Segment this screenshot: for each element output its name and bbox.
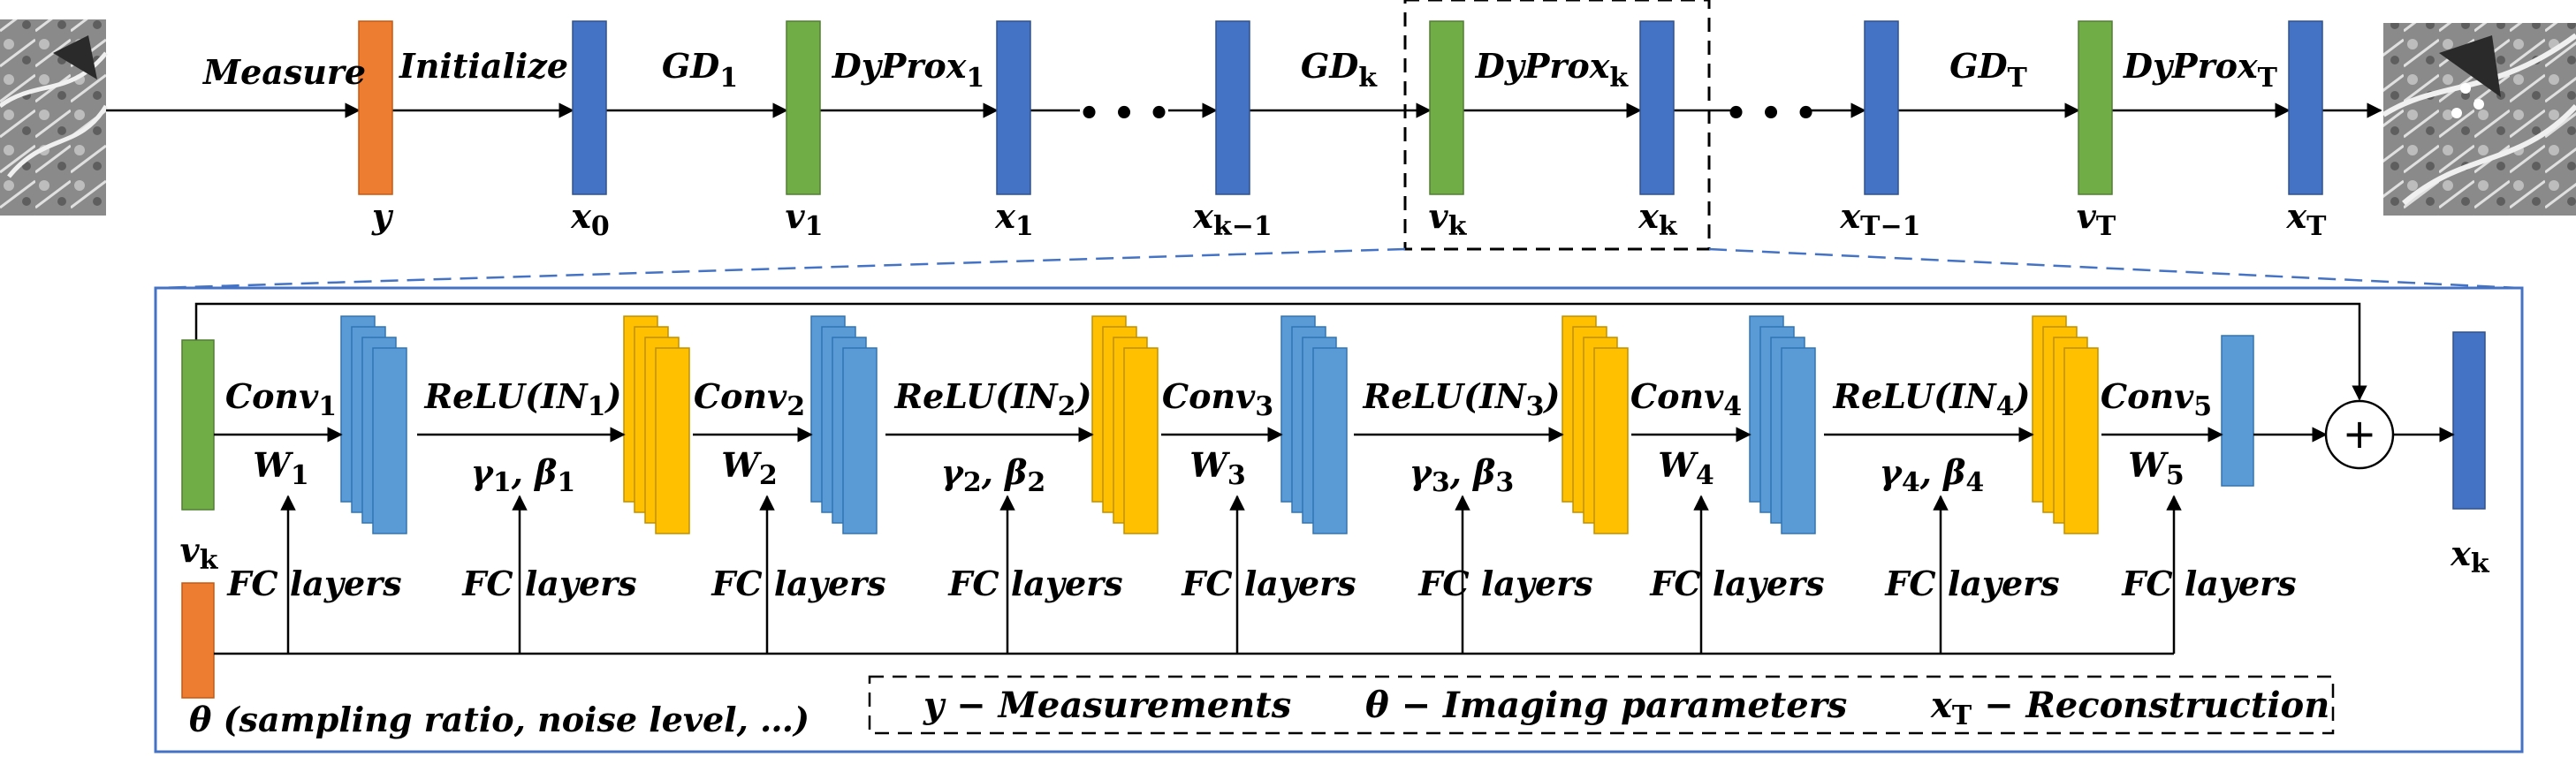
- legend: y − Measurements θ − Imaging parameters …: [868, 675, 2335, 735]
- node-v1-block: [786, 20, 821, 195]
- node-vk-block: [1429, 20, 1464, 195]
- conv5-label: Conv5: [2101, 376, 2212, 422]
- feature-map: [372, 347, 407, 534]
- node-vT-label: vT: [2077, 196, 2116, 242]
- fc-layers-label: FC layers: [1181, 564, 1356, 603]
- fc-layers-label: FC layers: [1884, 564, 2059, 603]
- zoom-connector-left: [158, 247, 1406, 290]
- node-x0-label: x0: [570, 196, 610, 242]
- w4-label: W4: [1658, 445, 1714, 491]
- fc-layers-label: FC layers: [1649, 564, 1824, 603]
- dyproxk-label: DyProxk: [1475, 46, 1630, 94]
- w2-label: W2: [721, 445, 778, 491]
- node-x0-block: [572, 20, 607, 195]
- fc-layers-label: FC layers: [947, 564, 1122, 603]
- fc-layers-label: FC layers: [2121, 564, 2296, 603]
- dyproxT-label: DyProxT: [2123, 46, 2278, 94]
- node-vT-block: [2078, 20, 2113, 195]
- legend-theta: θ − Imaging parameters: [1365, 685, 1847, 726]
- input-vk-label: vk: [180, 530, 219, 576]
- input-measurement-image: [0, 19, 109, 216]
- node-xTm1-block: [1864, 20, 1899, 195]
- relu4-stack: [2032, 315, 2099, 534]
- legend-box: [868, 675, 2335, 735]
- initialize-label: Initialize: [399, 46, 568, 86]
- feature-map: [655, 347, 690, 534]
- top-pipeline: • • • • • • Measure Initialize GD1 DyPro…: [0, 0, 2576, 251]
- plus-icon: +: [2343, 410, 2377, 458]
- output-xk-block: [2452, 331, 2486, 510]
- legend-xT: xT − Reconstruction: [1930, 685, 2329, 731]
- node-x1-label: x1: [994, 196, 1034, 242]
- conv3-stack: [1280, 315, 1348, 534]
- node-xkm1-label: xk−1: [1192, 196, 1272, 242]
- node-x1-block: [996, 20, 1031, 195]
- w5-label: W5: [2128, 445, 2185, 491]
- conv2-stack: [810, 315, 878, 534]
- detail-frame: [154, 286, 2524, 753]
- fc-layers-label: FC layers: [461, 564, 636, 603]
- measure-label: Measure: [201, 52, 366, 92]
- conv5-output-block: [2221, 335, 2254, 487]
- gamma-beta-2-label: γ2, β2: [941, 452, 1046, 498]
- feature-map: [1123, 347, 1159, 534]
- sum-node: +: [2324, 399, 2395, 470]
- gamma-beta-1-label: γ1, β1: [471, 452, 576, 498]
- ellipsis-2: • • •: [1725, 94, 1818, 134]
- w1-label: W1: [253, 445, 309, 491]
- conv4-label: Conv4: [1630, 376, 1742, 422]
- fc-parameter-arrows: [280, 495, 2182, 654]
- feature-map: [1312, 347, 1348, 534]
- node-xk-block: [1639, 20, 1675, 195]
- feature-map: [1593, 347, 1629, 534]
- conv1-stack: [340, 315, 407, 534]
- feature-map: [842, 347, 878, 534]
- ellipsis-1: • • •: [1078, 94, 1171, 134]
- node-v1-label: v1: [786, 196, 824, 242]
- feature-map-stacks: [340, 315, 2099, 534]
- relu4-label: ReLU(IN4): [1833, 376, 2031, 422]
- node-vk-label: vk: [1429, 196, 1468, 242]
- relu3-stack: [1562, 315, 1629, 534]
- relu2-stack: [1091, 315, 1159, 534]
- node-xT-block: [2288, 20, 2323, 195]
- fc-layers-label: FC layers: [1417, 564, 1592, 603]
- node-xk-label: xk: [1638, 196, 1678, 242]
- fc-layers-label: FC layers: [226, 564, 401, 603]
- legend-y: y − Measurements: [923, 685, 1291, 726]
- conv1-label: Conv1: [225, 376, 337, 422]
- relu3-label: ReLU(IN3): [1363, 376, 1561, 422]
- gdk-label: GDk: [1301, 46, 1378, 94]
- conv4-stack: [1749, 315, 1816, 534]
- zoom-connector-right: [1708, 247, 2519, 290]
- gamma-beta-4-label: γ4, β4: [1880, 452, 1985, 498]
- node-xT-label: xT: [2286, 196, 2328, 242]
- gamma-beta-3-label: γ3, β3: [1410, 452, 1515, 498]
- gd1-label: GD1: [662, 46, 738, 94]
- reconstruction-image: [2382, 23, 2576, 216]
- relu1-label: ReLU(IN1): [424, 376, 622, 422]
- input-vk-block: [181, 339, 215, 511]
- theta-label: θ (sampling ratio, noise level, …): [189, 700, 809, 739]
- node-y-label: y: [371, 196, 394, 236]
- conv3-label: Conv3: [1162, 376, 1273, 422]
- node-xkm1-block: [1215, 20, 1250, 195]
- fc-layers-label: FC layers: [710, 564, 885, 603]
- feature-map: [2063, 347, 2099, 534]
- dyprox1-label: DyProx1: [832, 46, 985, 94]
- gdT-label: GDT: [1949, 46, 2027, 94]
- feature-map: [1781, 347, 1816, 534]
- relu2-label: ReLU(IN2): [894, 376, 1092, 422]
- skip-connection: [194, 302, 2367, 401]
- output-xk-label: xk: [2450, 534, 2490, 579]
- theta-block: [181, 582, 215, 699]
- node-y-block: [358, 20, 393, 195]
- conv2-label: Conv2: [694, 376, 805, 422]
- relu1-stack: [623, 315, 690, 534]
- node-xTm1-label: xT−1: [1840, 196, 1921, 242]
- w3-label: W3: [1189, 445, 1246, 491]
